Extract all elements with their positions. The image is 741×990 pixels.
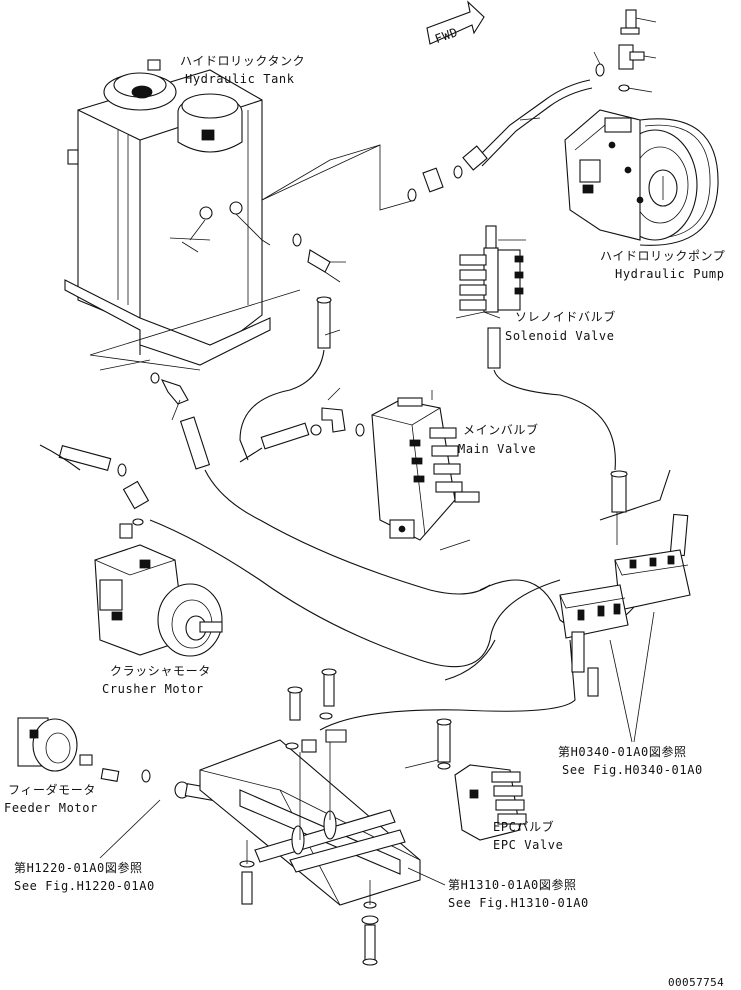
crusher-label-jp: クラッシャモータ — [110, 664, 211, 678]
main-valve-label-jp: メインバルブ — [463, 422, 539, 437]
main-valve-label-en: Main Valve — [458, 442, 536, 456]
feeder-label-en: Feeder Motor — [4, 801, 98, 815]
component-labels: ハイドロリックタンク Hydraulic Tank ハイドロリックポンプ Hyd… — [4, 54, 725, 852]
mounting-frame — [199, 668, 421, 966]
ref-h1310-en: See Fig.H1310-01A0 — [448, 896, 589, 910]
ref-h0340-jp: 第H0340-01A0図参照 — [558, 744, 687, 759]
hydraulic-tank — [64, 59, 271, 366]
tank-side-fittings — [150, 233, 491, 595]
hydraulic-pump — [564, 109, 719, 246]
fwd-arrow: FWD — [426, 0, 485, 46]
main-valve — [371, 390, 480, 541]
ref-h1220-en: See Fig.H1220-01A0 — [14, 879, 155, 893]
crusher-label-en: Crusher Motor — [102, 682, 204, 696]
drawing-number: 00057754 — [668, 976, 724, 989]
right-manifolds — [559, 470, 691, 697]
feeder-label-jp: フィーダモータ — [8, 782, 96, 797]
connecting-lines — [89, 144, 671, 731]
solenoid-label-jp: ソレノイドバルブ — [515, 309, 616, 324]
epc-valve — [404, 718, 527, 841]
pump-label-jp: ハイドロリックポンプ — [600, 249, 725, 263]
figure-references: 第H0340-01A0図参照 See Fig.H0340-01A0 第H1220… — [14, 744, 703, 910]
solenoid-valve — [455, 225, 616, 471]
pump-label-en: Hydraulic Pump — [615, 267, 725, 281]
crusher-motor — [39, 444, 223, 657]
tank-label-jp: ハイドロリックタンク — [180, 54, 305, 68]
pump-fittings — [593, 9, 657, 93]
tank-label-en: Hydraulic Tank — [185, 72, 295, 86]
epc-label-en: EPC Valve — [493, 838, 563, 852]
ref-h0340-en: See Fig.H0340-01A0 — [562, 763, 703, 777]
suction-hose — [261, 79, 593, 211]
epc-label-jp: EPCバルブ — [493, 819, 554, 834]
ref-h1220-jp: 第H1220-01A0図参照 — [14, 860, 143, 875]
solenoid-label-en: Solenoid Valve — [505, 329, 615, 343]
ref-h1310-jp: 第H1310-01A0図参照 — [448, 877, 577, 892]
feeder-motor — [17, 717, 238, 805]
leader-lines — [99, 329, 655, 886]
